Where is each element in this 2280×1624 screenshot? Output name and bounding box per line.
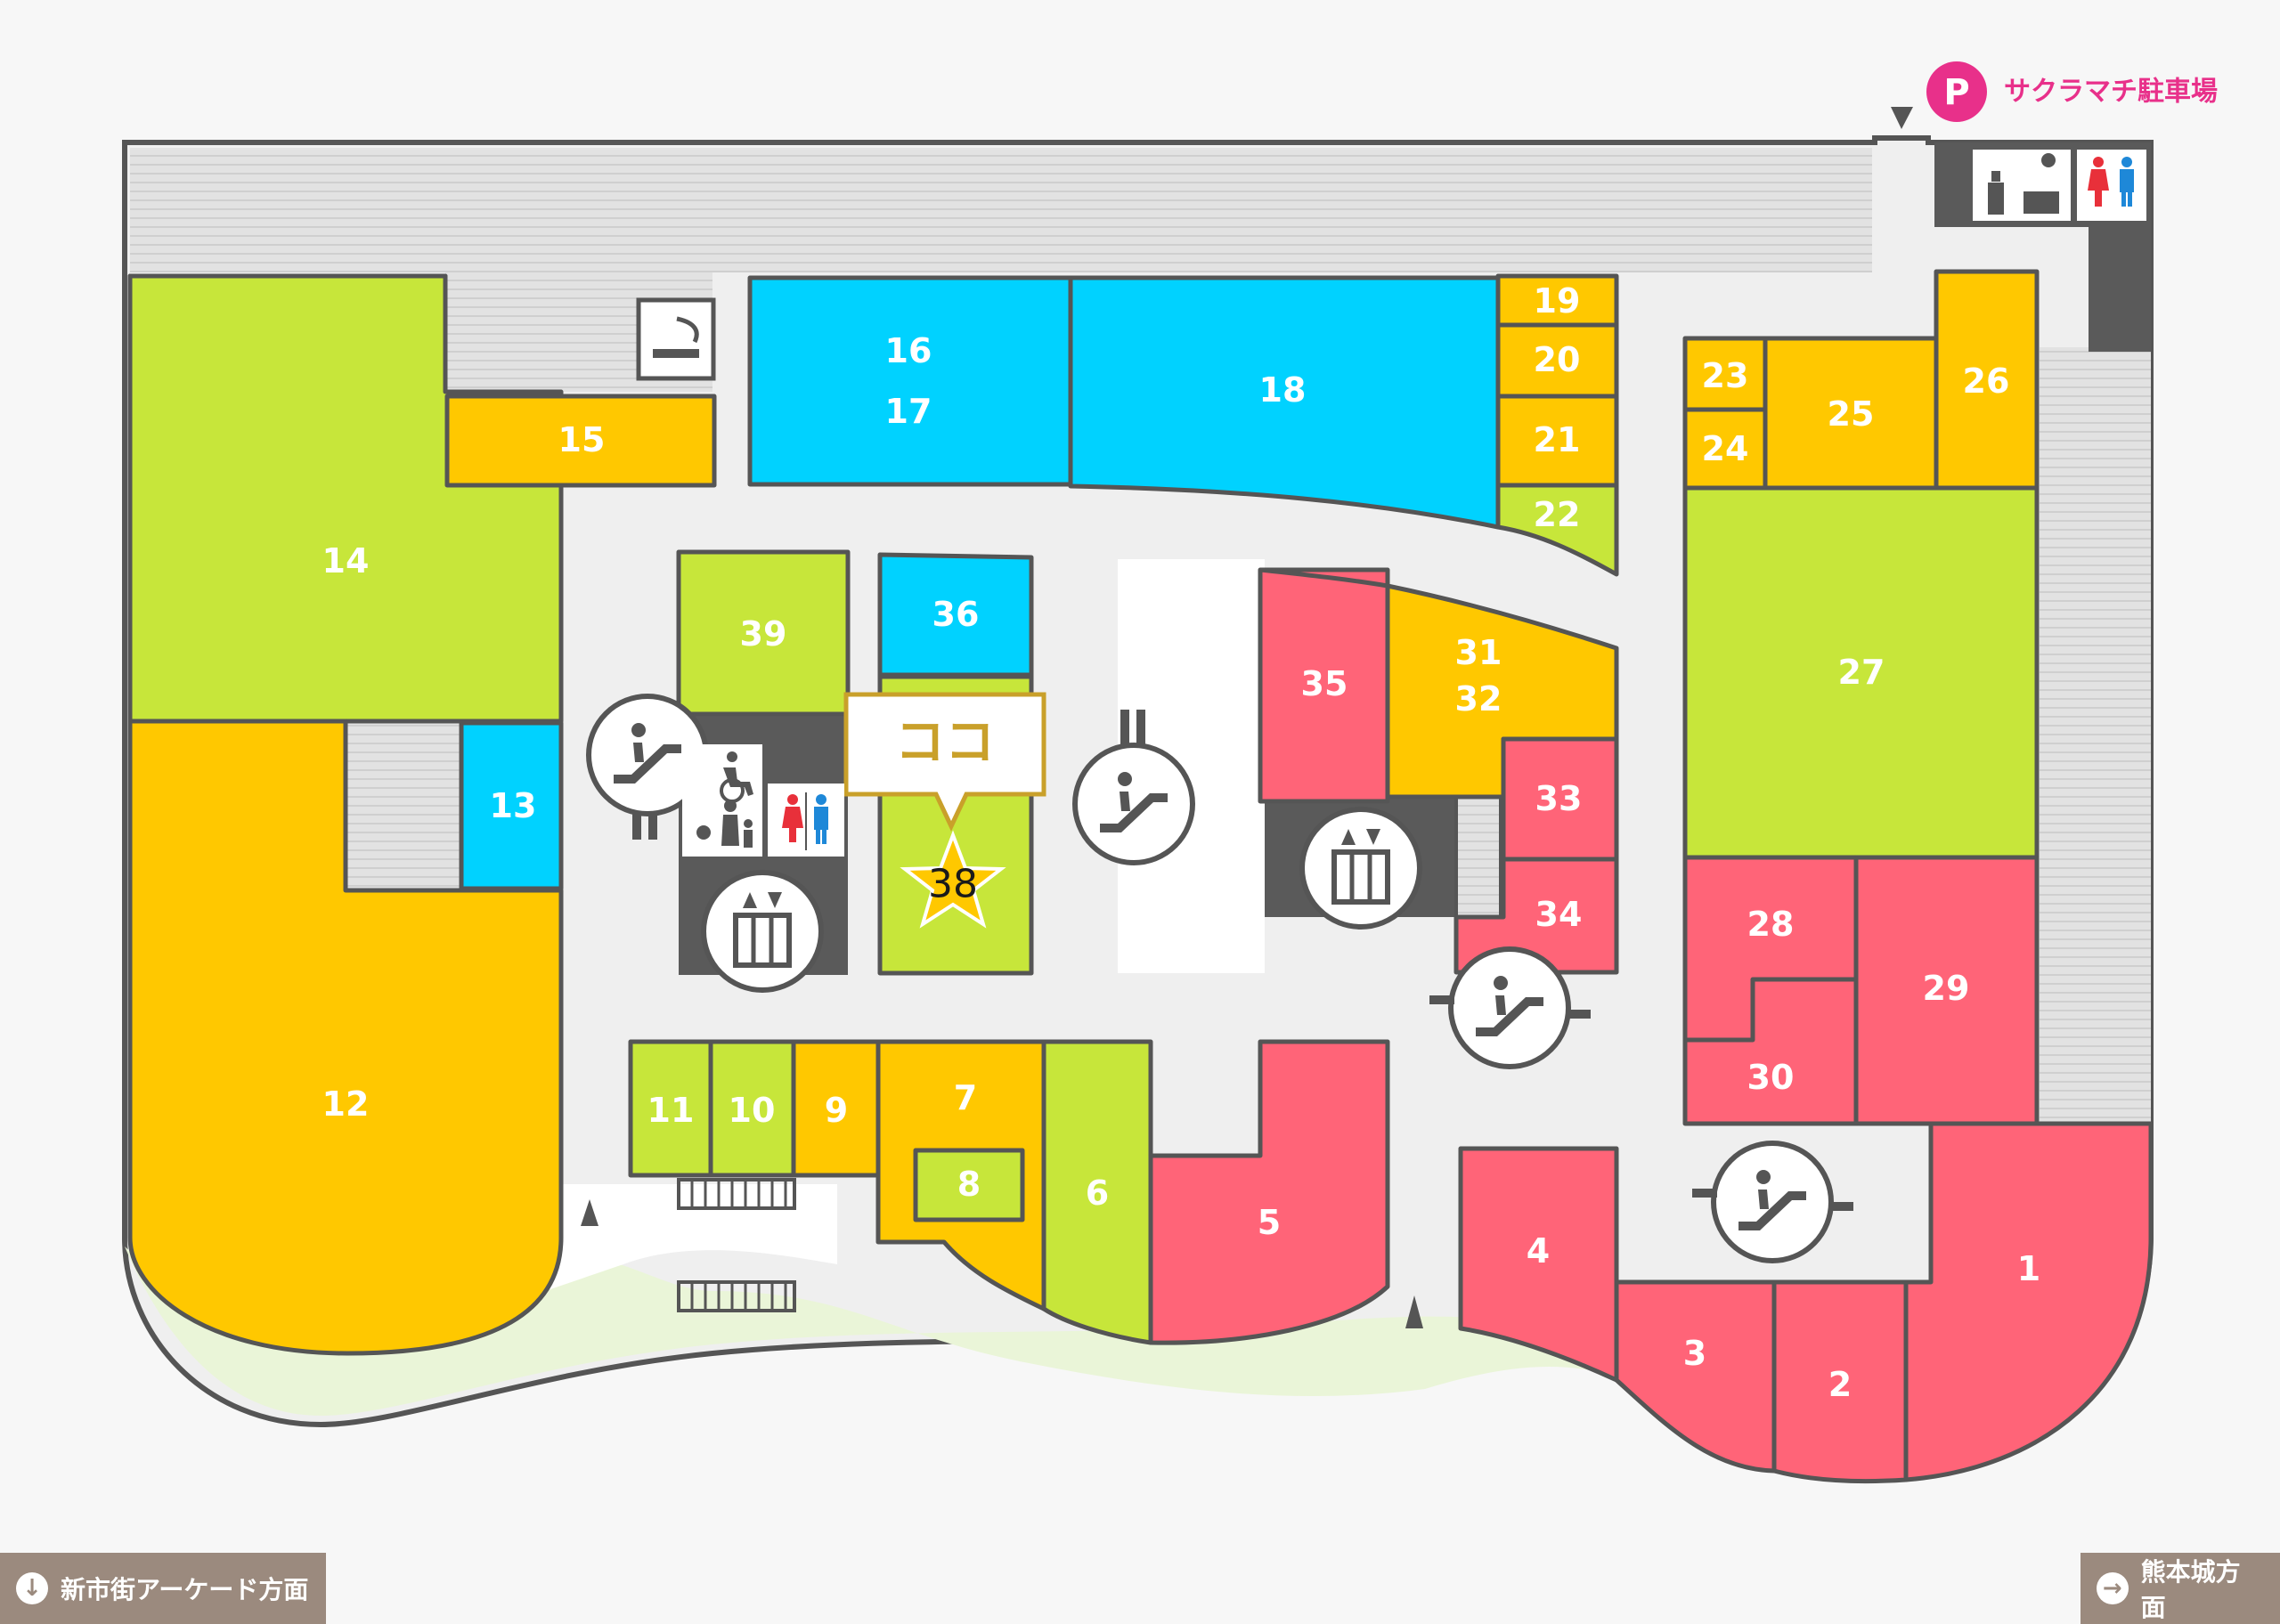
unit-label-4: 4 (1527, 1231, 1550, 1271)
unit-26[interactable] (1934, 269, 2040, 491)
unit-label-15: 15 (558, 420, 606, 459)
unit-label-27: 27 (1838, 653, 1885, 692)
accessible-restroom-icon (682, 744, 762, 857)
unit-3[interactable] (1614, 1279, 1777, 1474)
unit-22[interactable] (1495, 483, 1619, 577)
unit-label-31: 31 (1455, 633, 1502, 672)
unit-label-25: 25 (1828, 394, 1875, 434)
unit-39[interactable] (676, 549, 851, 717)
unit-21[interactable] (1495, 394, 1619, 488)
unit-label-39: 39 (740, 614, 787, 654)
unit-label-14: 14 (322, 541, 370, 581)
arrow-down-icon: ↓ (16, 1572, 48, 1604)
unit-label-6: 6 (1086, 1173, 1109, 1213)
arrow-right-icon: → (2097, 1572, 2129, 1604)
elevator-icon (1302, 809, 1420, 927)
striped-corridor-13 (346, 723, 461, 889)
unit-label-26: 26 (1963, 361, 2010, 401)
unit-15[interactable] (444, 394, 717, 488)
unit-11[interactable] (628, 1039, 713, 1178)
unit-label-32: 32 (1455, 679, 1502, 719)
unit-label-29: 29 (1923, 969, 1970, 1008)
unit-12[interactable] (127, 719, 564, 1356)
unit-label-18: 18 (1259, 370, 1307, 410)
unit-20[interactable] (1495, 322, 1619, 399)
unit-label-22: 22 (1534, 495, 1581, 534)
unit-label-3: 3 (1683, 1334, 1706, 1373)
unit-label-17: 17 (885, 392, 932, 431)
unit-19[interactable] (1495, 273, 1619, 328)
parking-label: サクラマチ駐車場 (2004, 77, 2218, 108)
unit-label-36: 36 (932, 595, 980, 634)
elevator-icon (704, 873, 821, 990)
unit-label-19: 19 (1534, 281, 1581, 321)
unit-label-35: 35 (1301, 664, 1348, 703)
escalator-icon (1075, 745, 1193, 863)
restroom-icon (2077, 150, 2146, 221)
parking-icon (1926, 61, 1987, 122)
striped-corridor-top (130, 148, 1872, 272)
direction-left-label: 新市街アーケード方面 (61, 1575, 309, 1604)
unit-label-12: 12 (322, 1084, 370, 1124)
unit-label-33: 33 (1535, 779, 1583, 818)
unit-35[interactable] (1258, 567, 1390, 804)
current-location-marker: 38 ココ (843, 692, 1046, 929)
unit-label-20: 20 (1534, 340, 1581, 379)
parking-icon-letter: P (1943, 72, 1969, 113)
here-label: ココ (895, 714, 995, 772)
restroom-icon (768, 784, 844, 857)
parking-link[interactable]: P サクラマチ駐車場 (1926, 61, 2218, 122)
unit-18[interactable] (1068, 275, 1501, 530)
unit-13[interactable] (459, 720, 564, 891)
unit-label-5: 5 (1258, 1203, 1281, 1242)
unit-label-16: 16 (885, 331, 932, 370)
unit-label-9: 9 (825, 1091, 848, 1130)
unit-label-1: 1 (2017, 1249, 2040, 1288)
escalator-icon (1451, 949, 1568, 1067)
unit-label-8: 8 (957, 1165, 981, 1204)
entrance-arrow-icon (1891, 107, 1913, 129)
direction-shinshigai-button[interactable]: ↓ 新市街アーケード方面 (0, 1553, 326, 1624)
unit-34[interactable] (1454, 857, 1619, 975)
unit-label-11: 11 (647, 1091, 695, 1130)
striped-corridor-e (2040, 347, 2151, 1122)
unit-30[interactable] (1682, 977, 1859, 1126)
unit-16-17[interactable] (747, 275, 1073, 487)
unit-label-7: 7 (954, 1078, 977, 1117)
entrance-arrow-icon (581, 1199, 598, 1226)
smoking-area-icon (636, 297, 716, 381)
here-callout (843, 692, 1046, 832)
unit-label-34: 34 (1535, 895, 1583, 934)
unit-25[interactable] (1763, 336, 1939, 491)
unit-1[interactable] (1903, 1121, 2154, 1482)
unit-label-24: 24 (1702, 429, 1749, 468)
unit-label-28: 28 (1747, 905, 1795, 944)
unit-27[interactable] (1682, 485, 2040, 860)
escalator-icon (1714, 1143, 1831, 1261)
unit-label-2: 2 (1828, 1365, 1852, 1404)
direction-right-label: 熊本城方面 (2140, 1557, 2241, 1622)
unit-5[interactable] (1148, 1039, 1390, 1345)
entrance-arrow-icon (1405, 1295, 1423, 1328)
unit-label-23: 23 (1702, 356, 1749, 395)
nursing-room-icon (1973, 150, 2071, 221)
direction-kumamoto-castle-button[interactable]: → 熊本城方面 (2080, 1553, 2280, 1624)
unit-8[interactable] (913, 1148, 1025, 1222)
star-icon (900, 830, 1006, 929)
unit-label-21: 21 (1534, 420, 1581, 459)
unit-label-30: 30 (1747, 1058, 1795, 1097)
unit-label-10: 10 (729, 1091, 776, 1130)
unit-label-13: 13 (490, 786, 537, 825)
current-unit-label: 38 (928, 862, 978, 907)
stairs (677, 1178, 796, 1312)
unit-23[interactable] (1682, 336, 1768, 412)
